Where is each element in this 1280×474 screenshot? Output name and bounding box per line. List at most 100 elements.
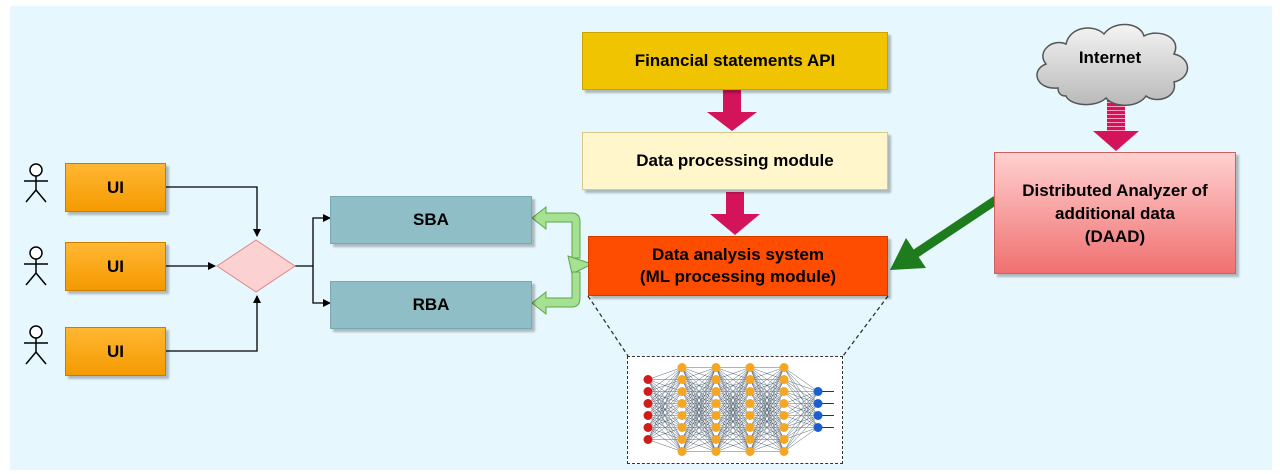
network-edge <box>715 367 751 380</box>
hidden-node <box>711 411 721 420</box>
hidden-node <box>677 447 687 456</box>
hidden-node <box>711 447 721 456</box>
input-node <box>643 435 653 444</box>
network-edge <box>681 367 717 392</box>
output-node <box>813 387 823 396</box>
hidden-node <box>711 375 721 384</box>
person-icon <box>24 246 48 286</box>
processing-label: Data processing module <box>636 151 834 170</box>
financial-statements-api-box: Financial statements API <box>582 32 888 90</box>
neural-network-inset <box>627 356 843 464</box>
network-edge <box>715 367 751 404</box>
rba-ml-bidirectional-arrow <box>531 271 581 316</box>
hidden-node <box>745 423 755 432</box>
network-edge <box>715 367 751 428</box>
data-processing-module-box: Data processing module <box>582 132 888 190</box>
hidden-node <box>745 399 755 408</box>
network-edge <box>749 367 785 452</box>
hidden-node <box>711 363 721 372</box>
ml-label-line2: (ML processing module) <box>639 267 837 286</box>
network-edge <box>647 367 683 380</box>
network-edge <box>783 403 819 452</box>
network-edge <box>715 439 751 452</box>
network-edge <box>681 367 717 380</box>
hidden-node <box>779 375 789 384</box>
hidden-node <box>711 387 721 396</box>
network-edge <box>681 367 717 404</box>
network-edge <box>681 415 717 452</box>
input-node <box>643 411 653 420</box>
network-edge <box>749 367 785 404</box>
output-node <box>813 411 823 420</box>
network-edge <box>647 403 683 440</box>
network-edge <box>647 367 683 440</box>
internet-label: Internet <box>1078 48 1142 67</box>
network-edge <box>681 439 717 452</box>
input-node <box>643 399 653 408</box>
network-edge <box>715 379 751 452</box>
network-edge <box>647 391 683 440</box>
hidden-node <box>677 435 687 444</box>
network-edge <box>647 427 683 440</box>
internet-cloud-icon <box>1036 23 1189 106</box>
sba-label: SBA <box>413 210 449 229</box>
neural-network-icon <box>643 363 834 456</box>
input-node <box>643 423 653 432</box>
zoom-line-right <box>842 295 889 357</box>
rba-label: RBA <box>412 295 450 314</box>
network-edge <box>749 415 785 452</box>
network-edge <box>647 367 683 428</box>
hidden-node <box>779 435 789 444</box>
ui-box-1: UI <box>65 163 166 212</box>
hidden-node <box>745 435 755 444</box>
hidden-node <box>677 399 687 408</box>
network-edge <box>715 427 751 452</box>
network-edge <box>749 427 785 452</box>
network-edge <box>783 391 819 440</box>
network-edge <box>749 439 785 452</box>
sba-ml-bidirectional-arrow <box>531 205 594 275</box>
hidden-node <box>677 411 687 420</box>
daad-label-line2: additional data <box>1055 203 1175 223</box>
hidden-node <box>745 387 755 396</box>
data-analysis-system-box: Data analysis system (ML processing modu… <box>588 236 888 296</box>
internet-to-daad-arrow <box>1093 100 1139 151</box>
hidden-node <box>779 387 789 396</box>
network-edge <box>715 367 751 392</box>
network-edge <box>715 367 751 440</box>
output-node <box>813 423 823 432</box>
daad-label-line1: Distributed Analyzer of <box>1022 180 1208 200</box>
person-icon <box>24 325 48 365</box>
network-edge <box>783 427 819 452</box>
hidden-node <box>745 375 755 384</box>
hidden-node <box>779 447 789 456</box>
decision-diamond <box>216 239 296 293</box>
network-edge <box>749 367 785 392</box>
network-edge <box>681 379 717 452</box>
network-edge <box>647 367 683 392</box>
daad-box: Distributed Analyzer of additional data … <box>994 152 1236 274</box>
daad-label-line3: (DAAD) <box>1084 226 1146 246</box>
network-edge <box>783 391 819 404</box>
daad-to-ml-arrow <box>890 196 999 270</box>
hidden-node <box>745 447 755 456</box>
connector-decision-rba <box>312 266 331 307</box>
hidden-node <box>677 387 687 396</box>
connector-ui3-decision <box>166 295 261 352</box>
network-edge <box>783 391 819 428</box>
network-edge <box>681 367 717 452</box>
api-to-processing-arrow <box>707 90 757 131</box>
ui-box-label: UI <box>107 177 124 197</box>
network-edge <box>749 379 785 452</box>
zoom-line-left <box>587 295 629 357</box>
network-edge <box>647 367 683 416</box>
network-edge <box>715 415 751 452</box>
hidden-node <box>745 411 755 420</box>
ui-box-3: UI <box>65 327 166 376</box>
network-edge <box>749 367 785 428</box>
network-edge <box>715 367 751 452</box>
hidden-node <box>745 363 755 372</box>
network-edge <box>749 367 785 440</box>
